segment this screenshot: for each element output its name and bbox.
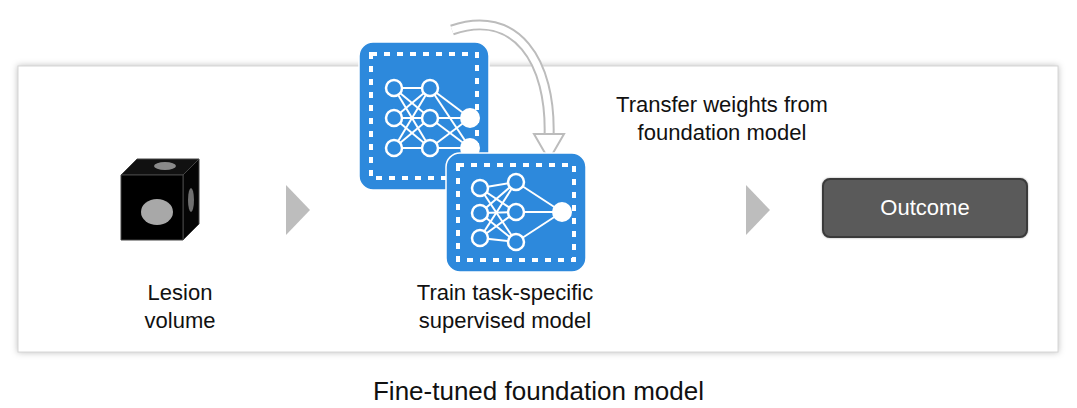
transfer-arrow-line bbox=[452, 25, 549, 138]
cube-front bbox=[121, 175, 183, 240]
dotted-frame bbox=[458, 165, 574, 260]
network-tile bbox=[446, 153, 586, 272]
network-neuron bbox=[508, 204, 524, 220]
node-label: Outcome bbox=[880, 194, 969, 222]
network-neuron bbox=[422, 110, 438, 126]
network-neuron bbox=[508, 174, 524, 190]
output-neuron bbox=[552, 202, 572, 222]
network-neuron bbox=[472, 180, 488, 196]
diagram-label: Train task-specific supervised model bbox=[380, 279, 630, 335]
output-neuron bbox=[460, 108, 480, 128]
outcome-box: Outcome bbox=[822, 178, 1028, 238]
network-neuron bbox=[472, 205, 488, 221]
network-neuron bbox=[472, 230, 488, 246]
network-neuron bbox=[386, 140, 402, 156]
lesion-blob bbox=[154, 162, 176, 170]
network-neuron bbox=[508, 234, 524, 250]
lesion-cube bbox=[121, 159, 199, 240]
figure-caption: Fine-tuned foundation model bbox=[0, 376, 1077, 406]
transfer-arrow bbox=[452, 25, 564, 160]
network-neuron bbox=[422, 80, 438, 96]
network-neuron bbox=[386, 80, 402, 96]
flow-chevron bbox=[746, 185, 770, 235]
flow-chevron bbox=[286, 185, 310, 235]
diagram-label: Transfer weights from foundation model bbox=[577, 91, 867, 147]
network-neuron bbox=[422, 140, 438, 156]
lesion-blob bbox=[141, 199, 173, 225]
lesion-blob bbox=[188, 188, 194, 212]
network-neuron bbox=[386, 110, 402, 126]
panel bbox=[18, 66, 1058, 352]
cube-side bbox=[183, 159, 199, 240]
network-icon bbox=[446, 153, 586, 272]
transfer-arrow-outline bbox=[452, 25, 549, 138]
diagram-label: Lesion volume bbox=[125, 279, 235, 335]
